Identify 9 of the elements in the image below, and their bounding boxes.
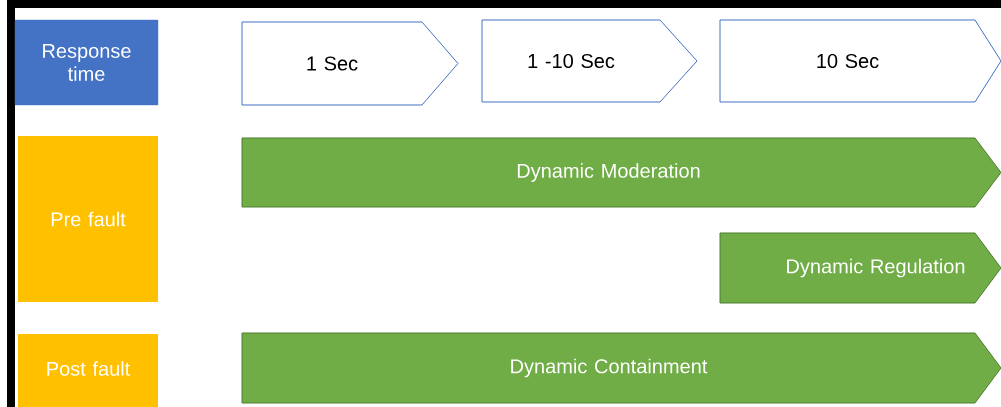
- time-step-box: 1 -10 Sec: [481, 19, 698, 103]
- header-box: Response time: [14, 19, 159, 106]
- service-band: Dynamic Moderation: [241, 137, 1001, 208]
- time-step-box: 1 Sec: [241, 21, 459, 106]
- service-band: Dynamic Containment: [241, 332, 1001, 404]
- time-step-box: 10 Sec: [719, 19, 1001, 103]
- category-box: Pre fault: [18, 136, 158, 302]
- service-band: Dynamic Regulation: [719, 232, 1001, 304]
- category-box: Post fault: [18, 334, 158, 407]
